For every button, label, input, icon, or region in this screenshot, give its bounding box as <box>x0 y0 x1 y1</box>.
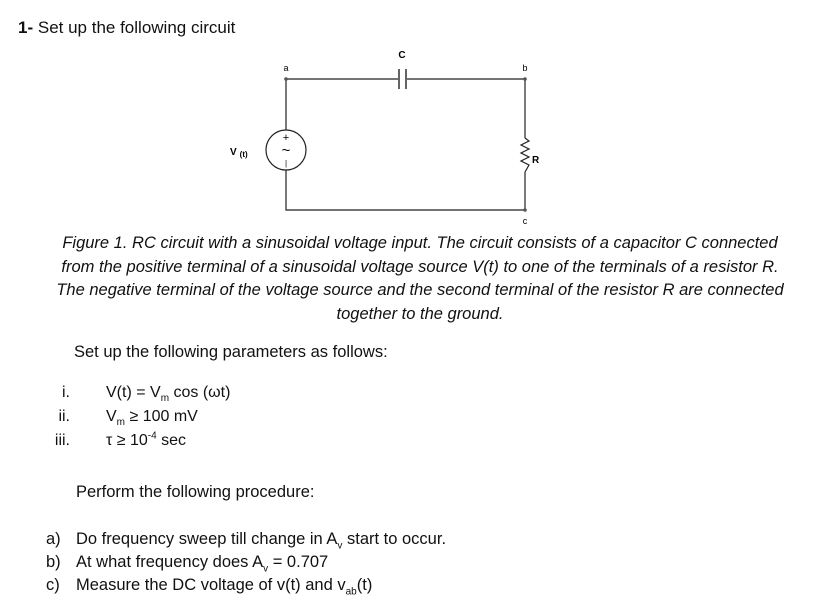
capacitor-symbol <box>398 69 407 89</box>
parameter-text: τ ≥ 10-4 sec <box>106 430 187 449</box>
list-numeral: ii. <box>58 408 70 425</box>
resistor-symbol <box>519 137 531 173</box>
wire-ground-return <box>285 170 526 211</box>
question-title: Set up the following circuit <box>37 18 236 37</box>
resistor-label: R <box>532 155 540 166</box>
source-minus-sign: | <box>285 159 287 168</box>
capacitor-label: C <box>398 50 405 61</box>
source-label-sub: (t) <box>240 150 248 159</box>
voltage-source-symbol <box>265 129 307 171</box>
node-a-label: a <box>283 63 288 73</box>
node-c-label: c <box>523 216 528 226</box>
list-numeral: i. <box>62 384 70 401</box>
source-label-v: V <box>230 147 237 158</box>
node-c-dot <box>523 208 527 212</box>
wire-a-to-capacitor <box>285 78 398 130</box>
circuit-wires <box>285 78 526 211</box>
node-a-dot <box>284 77 288 81</box>
step-text: At what frequency does Av = 0.707 <box>76 553 329 575</box>
rc-circuit-diagram: + ~ | a b c C R V(t) <box>230 50 540 226</box>
question-heading: 1- Set up the following circuit <box>18 18 235 38</box>
figure-caption: Figure 1. RC circuit with a sinusoidal v… <box>30 232 810 326</box>
question-number: 1- <box>18 18 34 37</box>
source-label: V(t) <box>230 147 248 159</box>
source-tilde: ~ <box>282 142 291 159</box>
step-label: a) <box>46 530 61 548</box>
wire-capacitor-to-b <box>407 78 526 138</box>
source-plus-sign: + <box>283 132 289 144</box>
step-label: b) <box>46 553 61 571</box>
step-text: Do frequency sweep till change in Av sta… <box>76 530 447 552</box>
node-b-label: b <box>522 63 527 73</box>
caption-line: from the positive terminal of a sinusoid… <box>61 257 779 276</box>
list-numeral: iii. <box>54 432 70 449</box>
step-text: Measure the DC voltage of v(t) and vab(t… <box>76 576 373 598</box>
caption-line: Figure 1. RC circuit with a sinusoidal v… <box>62 234 778 252</box>
parameter-text: Vm ≥ 100 mV <box>106 408 198 429</box>
caption-line: together to the ground. <box>336 304 504 323</box>
node-b-dot <box>523 77 527 81</box>
caption-line: The negative terminal of the voltage sou… <box>56 281 784 299</box>
step-label: c) <box>46 576 60 594</box>
procedure-intro: Perform the following procedure: <box>76 483 315 501</box>
parameters-intro: Set up the following parameters as follo… <box>74 343 388 361</box>
parameter-text: V(t) = Vm cos (ωt) <box>106 384 231 405</box>
